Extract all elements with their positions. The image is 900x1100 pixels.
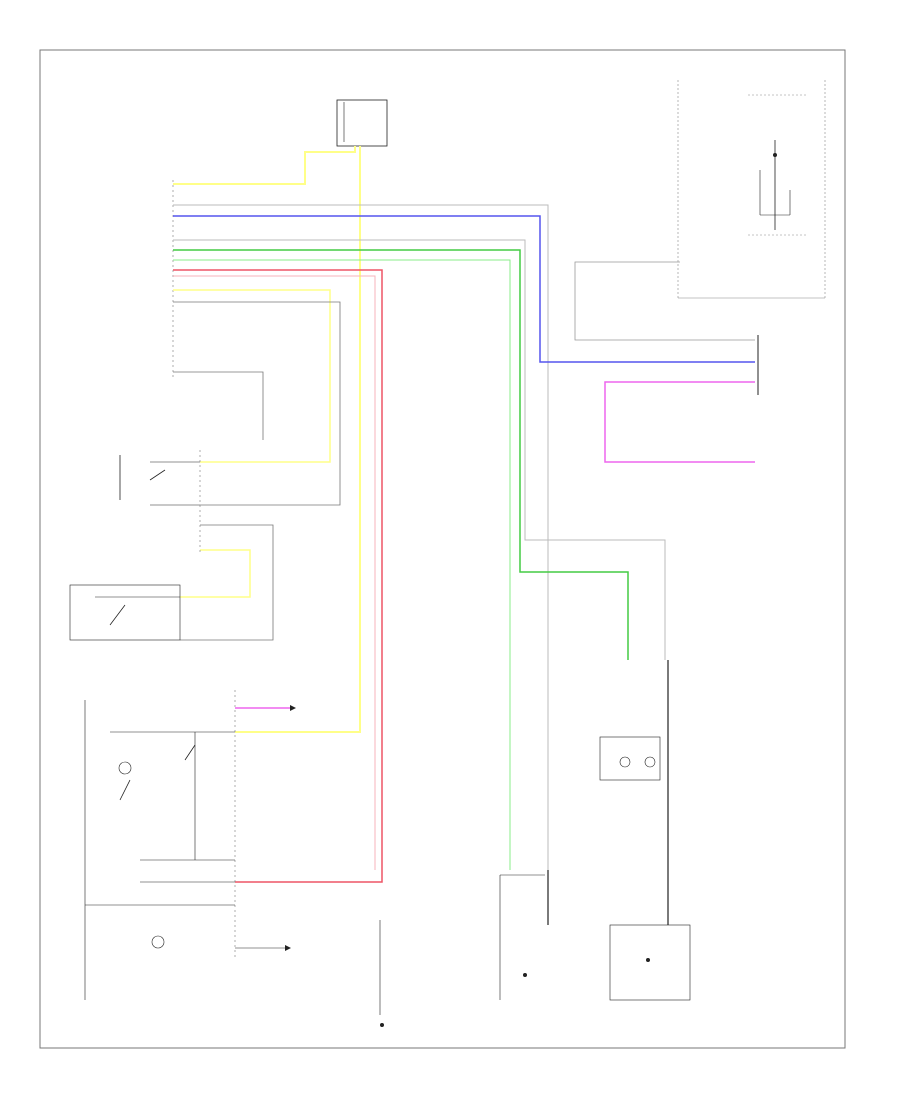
lower-right-module	[379, 920, 384, 1027]
wire-magenta-right	[604, 381, 755, 463]
wire-gray-1	[173, 204, 549, 870]
module-node-icon	[773, 153, 777, 157]
sensing-module-top	[336, 99, 388, 147]
wire-red	[173, 269, 383, 883]
wire-pink	[173, 275, 376, 870]
lower-switch	[69, 584, 181, 641]
wire-yellow-long	[235, 146, 361, 733]
wire-green-1	[173, 249, 629, 660]
bottom-right-module	[599, 660, 691, 1001]
wire-green-2	[173, 259, 511, 870]
arrow-right-icon	[290, 705, 296, 711]
ground-icon	[380, 1023, 384, 1027]
wire-gray-right	[574, 261, 755, 341]
sensor-circle-icon	[619, 756, 631, 768]
wire-gray-4	[173, 371, 264, 440]
illumination-lamp-icon	[151, 935, 165, 949]
wire-blue	[173, 215, 755, 363]
lamp-icon	[118, 761, 132, 775]
wire-yellow-2	[173, 289, 331, 463]
wire-gray-5	[180, 524, 274, 641]
module-connector-icon	[646, 958, 650, 962]
top-right-module	[677, 80, 826, 299]
lower-left-module	[84, 690, 285, 1000]
wire-yellow-3	[180, 549, 251, 598]
wire-gray-3	[173, 301, 341, 506]
bottom-center-module	[499, 870, 549, 1000]
wire-gray-2	[173, 239, 666, 660]
module-connector-icon	[523, 973, 527, 977]
left-switch	[119, 450, 201, 555]
wire-yellow-top	[173, 146, 356, 185]
arrow-right-icon	[285, 945, 291, 951]
diagram-border	[39, 49, 846, 1049]
sensor-circle-icon	[644, 756, 656, 768]
